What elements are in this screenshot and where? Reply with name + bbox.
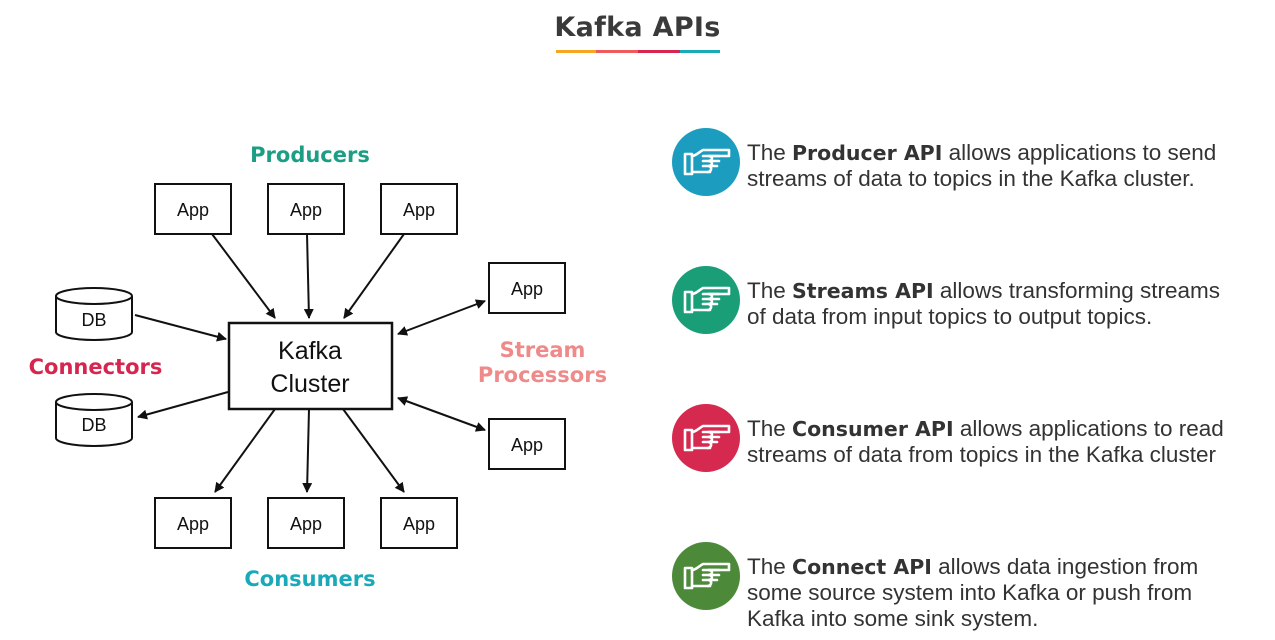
consumer-apps: App App App (154, 497, 458, 549)
arrow-consumer-2 (302, 408, 313, 493)
db-cylinder-top (55, 287, 133, 341)
page-title: Kafka APIs (554, 12, 721, 43)
pointing-hand-icon (672, 542, 740, 610)
producer-api-name: Producer API (792, 141, 943, 165)
arrow-consumer-3 (342, 408, 405, 493)
app-label: App (177, 514, 209, 534)
arrow-producer-2 (303, 233, 314, 319)
producers-label: Producers (250, 143, 370, 167)
db-label: DB (81, 310, 106, 330)
app-label: App (511, 435, 543, 455)
streams-api-item: The Streams API allows transforming stre… (670, 266, 1275, 356)
consumer-api-name: Consumer API (792, 417, 954, 441)
app-label: App (290, 200, 322, 220)
arrow-stream-2 (397, 396, 486, 432)
pointing-hand-icon (672, 266, 740, 334)
stream-processor-apps: App App (488, 262, 566, 470)
arrow-db-out (137, 391, 229, 420)
streams-api-name: Streams API (792, 279, 934, 303)
db-label: DB (81, 415, 106, 435)
connect-api-item: The Connect API allows data ingestion fr… (670, 542, 1275, 632)
kafka-cluster-line2: Cluster (270, 370, 349, 398)
title-underline (556, 50, 720, 53)
connectors-label: Connectors (28, 355, 163, 379)
connect-api-name: Connect API (792, 555, 932, 579)
producer-api-description: The Producer API allows applications to … (747, 140, 1217, 191)
streams-api-description: The Streams API allows transforming stre… (747, 278, 1221, 329)
app-label: App (511, 279, 543, 299)
pointing-hand-icon (672, 404, 740, 472)
app-label: App (177, 200, 209, 220)
app-label: App (290, 514, 322, 534)
arrow-stream-1 (397, 299, 486, 336)
app-label: App (403, 200, 435, 220)
kafka-cluster-line1: Kafka (278, 337, 342, 365)
producer-apps: App App App (154, 183, 458, 235)
stream-processors-label-line1: Stream (499, 338, 586, 362)
consumer-api-description: The Consumer API allows applications to … (747, 416, 1224, 467)
arrow-producer-3 (343, 233, 405, 319)
db-cylinder-bottom (55, 393, 133, 447)
arrow-producer-1 (211, 233, 276, 319)
pointing-hand-icon (672, 128, 740, 196)
kafka-cluster-box (227, 321, 394, 411)
consumer-api-item: The Consumer API allows applications to … (670, 404, 1275, 494)
connect-api-description: The Connect API allows data ingestion fr… (747, 554, 1199, 631)
arrow-consumer-1 (214, 408, 276, 493)
consumers-label: Consumers (244, 567, 376, 591)
arrow-db-in (134, 314, 227, 342)
stream-processors-label-line2: Processors (477, 363, 608, 387)
producer-api-item: The Producer API allows applications to … (670, 128, 1275, 218)
app-label: App (403, 514, 435, 534)
